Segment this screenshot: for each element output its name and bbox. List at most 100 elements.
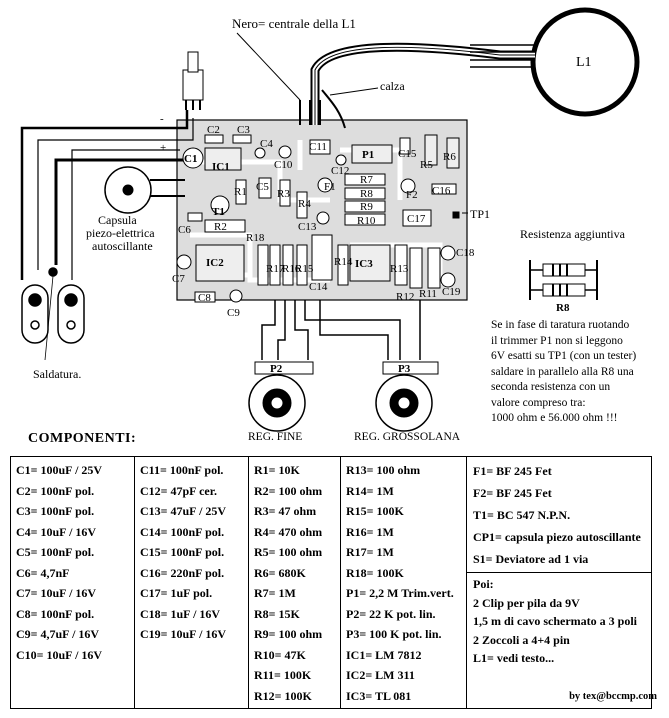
component-entry: CP1= capsula piezo autoscillante bbox=[473, 530, 641, 544]
pcb-label-ic3: IC3 bbox=[355, 258, 373, 270]
components-column-resistors-1: R1= 10K R2= 100 ohm R3= 47 ohm R4= 470 o… bbox=[248, 456, 341, 709]
component-entry: R2= 100 ohm bbox=[254, 483, 323, 498]
battery-wires bbox=[20, 110, 200, 280]
plus-sign: + bbox=[160, 142, 166, 154]
components-column-semiconductors: F1= BF 245 Fet F2= BF 245 Fet T1= BC 547… bbox=[466, 456, 652, 709]
pcb-label-c11: C11 bbox=[309, 141, 327, 153]
components-column-capacitors-1: C1= 100uF / 25V C2= 100nF pol. C3= 100nF… bbox=[10, 456, 135, 709]
note-line: 1000 ohm e 56.000 ohm !!! bbox=[491, 412, 618, 424]
pcb-label-r14: R14 bbox=[334, 256, 353, 268]
component-entry: R7= 1M bbox=[254, 586, 296, 600]
extra-resistor-drawing bbox=[529, 260, 598, 300]
component-entry: R13= 100 ohm bbox=[346, 463, 421, 477]
components-table: C1= 100uF / 25V C2= 100nF pol. C3= 100nF… bbox=[10, 456, 652, 709]
component-entry: IC2= LM 311 bbox=[346, 668, 415, 682]
pcb-label-c5: C5 bbox=[256, 181, 269, 193]
pcb-label-r15: R15 bbox=[295, 263, 314, 275]
component-entry: C18= 1uF / 16V bbox=[140, 606, 221, 621]
component-entry: C17= 1uF pol. bbox=[140, 586, 213, 600]
component-entry: R17= 1M bbox=[346, 545, 394, 559]
pcb-label-r10: R10 bbox=[357, 215, 376, 227]
component-entry: C3= 100nF pol. bbox=[16, 504, 95, 518]
l1-label: L1 bbox=[576, 55, 592, 70]
component-entry: T1= BC 547 N.P.N. bbox=[473, 508, 571, 522]
pcb-label-f1: F1 bbox=[324, 181, 336, 193]
capsula-line1: Capsula bbox=[98, 213, 137, 227]
pcb-label-r1: R1 bbox=[234, 186, 247, 198]
component-entry: C12= 47pF cer. bbox=[140, 483, 217, 498]
pcb-label-r6: R6 bbox=[443, 151, 456, 163]
pcb-label-c3: C3 bbox=[237, 124, 250, 136]
pot-p3 bbox=[375, 361, 439, 432]
component-entry: R9= 100 ohm bbox=[254, 627, 323, 641]
pcb-label-r16: R16 bbox=[282, 263, 301, 275]
pcb-label-c17: C17 bbox=[407, 213, 426, 225]
pcb-label-r13: R13 bbox=[390, 263, 409, 275]
component-entry: S1= Deviatore ad 1 via bbox=[473, 552, 589, 566]
pcb-label-r7: R7 bbox=[360, 174, 373, 186]
wiring-diagram: L1 Nero= centrale della L1 calza - + bbox=[20, 7, 640, 440]
pcb-label-c19: C19 bbox=[442, 286, 461, 298]
pcb-label-c12: C12 bbox=[331, 165, 349, 177]
note-line: 6V esatti su TP1 (con un tester) bbox=[491, 350, 637, 362]
component-entry: R5= 100 ohm bbox=[254, 545, 323, 559]
component-entry: F1= BF 245 Fet bbox=[473, 464, 552, 478]
component-entry: C14= 100nF pol. bbox=[140, 524, 225, 539]
component-entry: IC1= LM 7812 bbox=[346, 647, 422, 662]
component-entry: R18= 100K bbox=[346, 565, 404, 580]
calza-label: calza bbox=[380, 79, 405, 93]
pcb-label-r11: R11 bbox=[419, 288, 437, 300]
component-entry: R3= 47 ohm bbox=[254, 504, 317, 518]
pcb-label-c18: C18 bbox=[456, 247, 475, 259]
component-entry: C4= 10uF / 16V bbox=[16, 524, 97, 539]
component-entry: R16= 1M bbox=[346, 524, 394, 539]
component-entry: C19= 10uF / 16V bbox=[140, 627, 227, 641]
component-entry: C6= 4,7nF bbox=[16, 565, 70, 580]
component-entry: C16= 220nF pol. bbox=[140, 565, 225, 580]
note-line: il trimmer P1 non si leggono bbox=[491, 334, 623, 347]
pcb-labels: C1 C2 C3 IC1 C4 C10 C11 C12 P1 C15 R5 R6… bbox=[172, 124, 475, 319]
component-entry: C2= 100nF pol. bbox=[16, 483, 95, 498]
pcb-label-c6: C6 bbox=[178, 224, 191, 236]
component-entry: R1= 10K bbox=[254, 463, 300, 477]
minus-sign: - bbox=[160, 113, 164, 125]
component-entry: P1= 2,2 M Trim.vert. bbox=[346, 586, 454, 600]
pcb-label-r2: R2 bbox=[214, 221, 227, 233]
reg-fine-label: REG. FINE bbox=[248, 431, 302, 440]
pcb-components bbox=[176, 134, 460, 303]
pcb-label-c16: C16 bbox=[432, 185, 451, 197]
nero-label: Nero= centrale della L1 bbox=[232, 16, 356, 31]
pcb-label-c7: C7 bbox=[172, 273, 185, 285]
capsula-line2: piezo-elettrica bbox=[86, 226, 155, 240]
component-entry: C11= 100nF pol. bbox=[140, 463, 224, 477]
shielded-cable bbox=[236, 32, 535, 129]
reg-grossolana-label: REG. GROSSOLANA bbox=[354, 431, 461, 440]
author-credit: by tex@bccmp.com bbox=[569, 691, 657, 702]
component-entry: P3= 100 K pot. lin. bbox=[346, 627, 442, 641]
component-entry: L1= vedi testo... bbox=[473, 651, 555, 665]
component-entry: 1,5 m di cavo schermato a 3 poli bbox=[473, 614, 637, 628]
component-entry: C15= 100nF pol. bbox=[140, 545, 225, 559]
component-entry: IC3= TL 081 bbox=[346, 688, 412, 703]
pot-p2 bbox=[248, 361, 314, 432]
pcb-label-c2: C2 bbox=[207, 124, 220, 136]
pcb-label-ic2: IC2 bbox=[206, 257, 224, 269]
component-entry: C8= 100nF pol. bbox=[16, 606, 95, 621]
component-entry: C1= 100uF / 25V bbox=[16, 463, 103, 477]
pcb-label-c8: C8 bbox=[198, 292, 211, 304]
pcb-label-c10: C10 bbox=[274, 159, 293, 171]
pcb-label-p2: P2 bbox=[270, 363, 283, 375]
pcb-label-r3: R3 bbox=[277, 188, 290, 200]
components-column-resistors-2: R13= 100 ohm R14= 1M R15= 100K R16= 1M R… bbox=[340, 456, 467, 709]
components-title: COMPONENTI: bbox=[28, 431, 137, 446]
pcb-label-r18: R18 bbox=[246, 232, 265, 244]
pcb-label-r17: R17 bbox=[266, 263, 285, 275]
note-line: Se in fase di taratura ruotando bbox=[491, 319, 630, 331]
component-entry: C13= 47uF / 25V bbox=[140, 504, 227, 518]
component-entry: R11= 100K bbox=[254, 668, 312, 682]
r8-extra-label: R8 bbox=[556, 302, 570, 314]
pcb-label-p3: P3 bbox=[398, 363, 411, 375]
misc-parts-block: Poi: 2 Clip per pila da 9V 1,5 m di cavo… bbox=[467, 573, 651, 670]
pot-wires bbox=[261, 300, 421, 360]
component-entry: R14= 1M bbox=[346, 483, 394, 498]
